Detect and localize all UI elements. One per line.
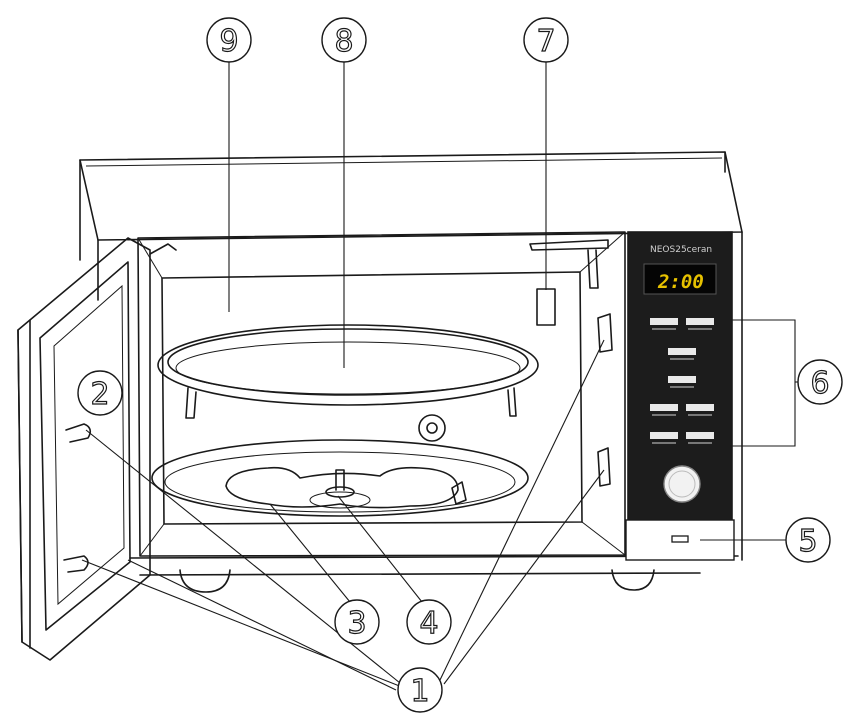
svg-text:7: 7 — [536, 24, 555, 59]
panel-button[interactable] — [650, 432, 678, 439]
leader-lines — [81, 62, 798, 691]
callout-1: 1 — [397, 667, 443, 713]
callout-7: 7 — [523, 17, 569, 63]
svg-text:5: 5 — [798, 524, 817, 559]
panel-button[interactable] — [686, 432, 714, 439]
svg-text:9: 9 — [219, 24, 238, 59]
panel-button[interactable] — [650, 404, 678, 411]
panel-brand-text: NEOS25ceran — [650, 245, 712, 255]
svg-text:6: 6 — [810, 366, 829, 401]
callout-8: 8 — [321, 17, 367, 63]
panel-button[interactable] — [668, 376, 696, 383]
callout-5: 5 — [785, 517, 831, 563]
display-readout: 2:00 — [657, 271, 704, 293]
callout-3: 3 — [334, 599, 380, 645]
panel-buttons — [650, 318, 714, 444]
svg-text:1: 1 — [410, 674, 429, 709]
panel-button[interactable] — [668, 348, 696, 355]
grill-rack — [157, 324, 539, 442]
panel-button[interactable] — [686, 318, 714, 325]
svg-text:4: 4 — [419, 606, 438, 641]
svg-text:8: 8 — [334, 24, 353, 59]
cabinet — [79, 151, 743, 593]
panel-button[interactable] — [650, 318, 678, 325]
turntable — [151, 439, 529, 517]
svg-text:2: 2 — [90, 377, 109, 412]
callout-9: 9 — [206, 17, 252, 63]
control-panel: NEOS25ceran 2:00 — [625, 231, 735, 561]
panel-button[interactable] — [686, 404, 714, 411]
svg-text:3: 3 — [347, 606, 366, 641]
door — [17, 237, 151, 661]
waveguide-cover-shape — [536, 288, 556, 326]
door-release-button[interactable] — [671, 535, 689, 543]
callout-6: 6 — [797, 359, 843, 405]
callout-4: 4 — [406, 599, 452, 645]
callout-2: 2 — [77, 370, 123, 416]
